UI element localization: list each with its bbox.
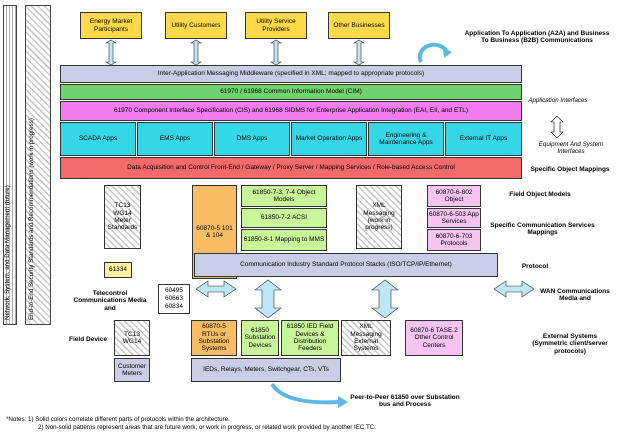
customer-meters: Customer Meters xyxy=(114,358,150,382)
field-object-models-label: Field Object Models xyxy=(509,191,571,198)
app-dms: DMS Apps xyxy=(214,122,290,156)
tase2-control-centers: 60870-6 TASE.2 Other Control Centers xyxy=(405,320,463,356)
standard-60495: 60495 xyxy=(164,287,184,295)
middleware-band: Inter-Application Messaging Middleware (… xyxy=(60,65,522,83)
telecontrol-label: Telecontrol Communications Media and xyxy=(73,290,147,312)
a2a-label: Application To Application (A2A) and Bus… xyxy=(464,30,610,45)
stakeholder-energy-market: Energy Market Participants xyxy=(80,12,142,39)
cim-band: 61970 / 61968 Common Information Model (… xyxy=(60,84,522,100)
rtu-substation-systems: 60870-5 RTUs or Substation Systems xyxy=(191,320,237,356)
tc13-field: TC13 WG14 xyxy=(114,320,150,356)
iec61850-ied-feeders: 61850 IED Field Devices & Distribution F… xyxy=(281,320,339,356)
stakeholder-other-businesses: Other Businesses xyxy=(328,12,390,39)
standard-60834: 60834 xyxy=(164,302,184,310)
stakeholder-utility-service-providers: Utility Service Providers xyxy=(245,12,307,39)
iec61850-object-models: 61850-7-3, 7-4 Object Models xyxy=(241,185,327,207)
iec61850-acsi: 61850-7-2 ACSI xyxy=(241,208,327,228)
telecontrol-standards-box: 60495 60663 60834 xyxy=(158,284,190,314)
comm-protocol-stacks: Communication Industry Standard Protocol… xyxy=(194,253,498,277)
note-2: 2) Non-solid patterns represent areas th… xyxy=(38,424,376,432)
tase2-app-services: 60870-6-503 App Services xyxy=(427,208,481,228)
app-engineering-maintenance: Engineering & Maintenance Apps xyxy=(368,122,444,156)
wan-label: WAN Communications Media and xyxy=(540,288,610,303)
ieds-relays-meters: IEDs, Relays, Meters, Switchgear, CTs, V… xyxy=(191,358,341,382)
application-interfaces-label: Application Interfaces xyxy=(528,97,588,104)
frontend-band: Data Acquisition and Control Front-End /… xyxy=(60,157,522,179)
field-device-label: Field Device xyxy=(69,336,107,343)
equipment-interfaces-label: Equipment And System Interfaces xyxy=(538,141,604,156)
xml-messaging-upper: XML Messaging (work in progress) xyxy=(356,185,402,249)
app-ems: EMS Apps xyxy=(137,122,213,156)
note-1: *Notes: 1) Solid colors correlate differ… xyxy=(6,416,230,423)
tc13-meter-standards: TC13 WG14 Meter Standards xyxy=(104,185,141,249)
iec61334-box: 61334 xyxy=(104,262,132,278)
stakeholder-utility-customers: Utility Customers xyxy=(165,12,227,39)
specific-comm-services-label: Specific Communication Services Mappings xyxy=(490,222,595,237)
network-management-column xyxy=(3,5,17,325)
app-scada: SCADA Apps xyxy=(60,122,136,156)
app-market-operation: Market Operation Apps xyxy=(291,122,367,156)
tase2-object: 60870-6-802 Object xyxy=(427,185,481,207)
notes: *Notes: 1) Solid colors correlate differ… xyxy=(6,416,611,432)
protocol-label: Protocol xyxy=(521,263,549,270)
tase2-protocols: 60870-6-703 Protocols xyxy=(427,229,481,251)
standard-60663: 60663 xyxy=(164,295,184,303)
iec61850-substation-devices: 61850 Substation Devices xyxy=(241,320,279,356)
security-column xyxy=(25,5,51,325)
specific-object-mappings-label: Specific Object Mappings xyxy=(530,166,610,173)
iec61850-mapping-mms: 61850-8-1 Mapping to MMS xyxy=(241,229,327,251)
xml-messaging-external: XML Messaging External Systems xyxy=(341,320,391,356)
cis-band: 61970 Component Interface Specification … xyxy=(60,101,522,121)
app-external-it: External IT Apps xyxy=(445,122,522,156)
external-systems-label: External Systems (Symmetric client/serve… xyxy=(532,333,608,355)
peer-to-peer-label: Peer-to-Peer 61850 over Substation bus a… xyxy=(350,394,460,409)
